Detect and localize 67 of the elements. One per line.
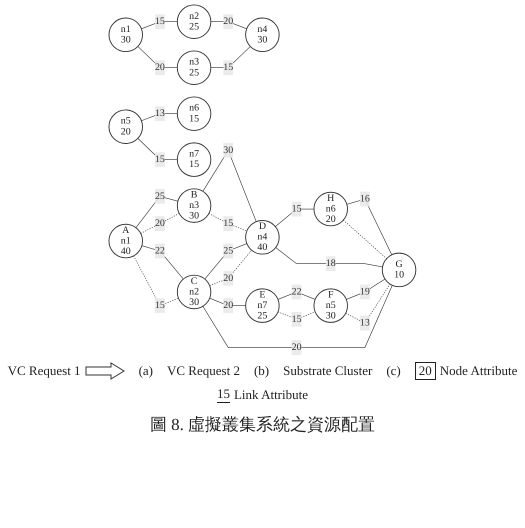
edge-label: 30 bbox=[223, 144, 234, 156]
edge-label: 19 bbox=[360, 286, 370, 297]
edge-label: 22 bbox=[155, 245, 165, 256]
node-circle: n5 20 bbox=[108, 109, 144, 144]
edge-label: 22 bbox=[292, 286, 302, 297]
legend-text: Node Attribute bbox=[440, 363, 518, 379]
connector bbox=[275, 247, 383, 268]
edge-label: 25 bbox=[155, 190, 165, 202]
edge-label: 15 bbox=[223, 62, 234, 73]
edge-label: 25 bbox=[223, 245, 234, 256]
edge-label: 13 bbox=[360, 317, 370, 328]
connector bbox=[202, 284, 393, 348]
connector bbox=[138, 46, 178, 68]
node-circle: D n4 40 bbox=[245, 220, 280, 255]
edge-label: 15 bbox=[223, 218, 234, 229]
edge-label: 20 bbox=[223, 300, 234, 311]
edge-label: 20 bbox=[292, 342, 302, 353]
edge-label: 13 bbox=[155, 108, 165, 119]
connector bbox=[278, 312, 316, 320]
connector bbox=[140, 213, 180, 234]
panel-label: VC Request 1 bbox=[8, 363, 81, 379]
caption: 圖 8. 虛擬叢集系統之資源配置 bbox=[150, 415, 376, 434]
connector bbox=[346, 198, 392, 256]
connector bbox=[343, 220, 387, 259]
edge-label: 15 bbox=[155, 300, 165, 311]
edge-label: 20 bbox=[223, 16, 234, 27]
legend-sample-number: 15 bbox=[216, 386, 230, 403]
node-circle: n7 15 bbox=[176, 142, 212, 177]
panel-label: (c) bbox=[386, 363, 401, 379]
panel-label: (b) bbox=[254, 363, 270, 379]
panel-label: (a) bbox=[138, 363, 153, 379]
node-circle: n4 30 bbox=[245, 18, 280, 52]
edge-label: 20 bbox=[155, 218, 165, 229]
connector bbox=[204, 243, 248, 280]
connector bbox=[136, 196, 178, 228]
edge-label: 15 bbox=[155, 154, 165, 165]
connector bbox=[142, 245, 184, 280]
node-circle: B n3 30 bbox=[176, 188, 212, 223]
node-circle: n1 30 bbox=[108, 18, 144, 52]
node-circle: E n7 25 bbox=[245, 288, 280, 323]
connector bbox=[208, 213, 248, 232]
legend-text: Link Attribute bbox=[234, 386, 308, 402]
connector bbox=[278, 292, 316, 300]
edge-label: 18 bbox=[326, 258, 336, 269]
connector bbox=[138, 138, 178, 160]
edge-label: 20 bbox=[223, 272, 234, 284]
panel-label: VC Request 2 bbox=[167, 363, 240, 379]
edge-label: 15 bbox=[292, 203, 302, 214]
connector bbox=[133, 256, 179, 306]
connector bbox=[141, 113, 178, 122]
node-circle: F n5 30 bbox=[314, 288, 348, 323]
node-circle: C n2 30 bbox=[176, 274, 212, 310]
connector bbox=[210, 46, 251, 68]
node-circle: G 10 bbox=[382, 252, 416, 288]
edge-label: 15 bbox=[292, 314, 302, 324]
connector bbox=[275, 208, 314, 227]
node-circle: A n1 40 bbox=[108, 224, 144, 258]
node-circle: n2 25 bbox=[176, 4, 212, 39]
node-circle: H n6 20 bbox=[314, 192, 348, 226]
connector bbox=[141, 21, 178, 30]
edge-label: 20 bbox=[155, 62, 165, 73]
legend-sample-number: 20 bbox=[414, 362, 436, 380]
edge-label: 16 bbox=[360, 194, 370, 204]
edge-label: 15 bbox=[155, 16, 165, 27]
panel-label: Substrate Cluster bbox=[283, 363, 372, 379]
connector bbox=[346, 278, 386, 300]
connector bbox=[209, 250, 252, 286]
